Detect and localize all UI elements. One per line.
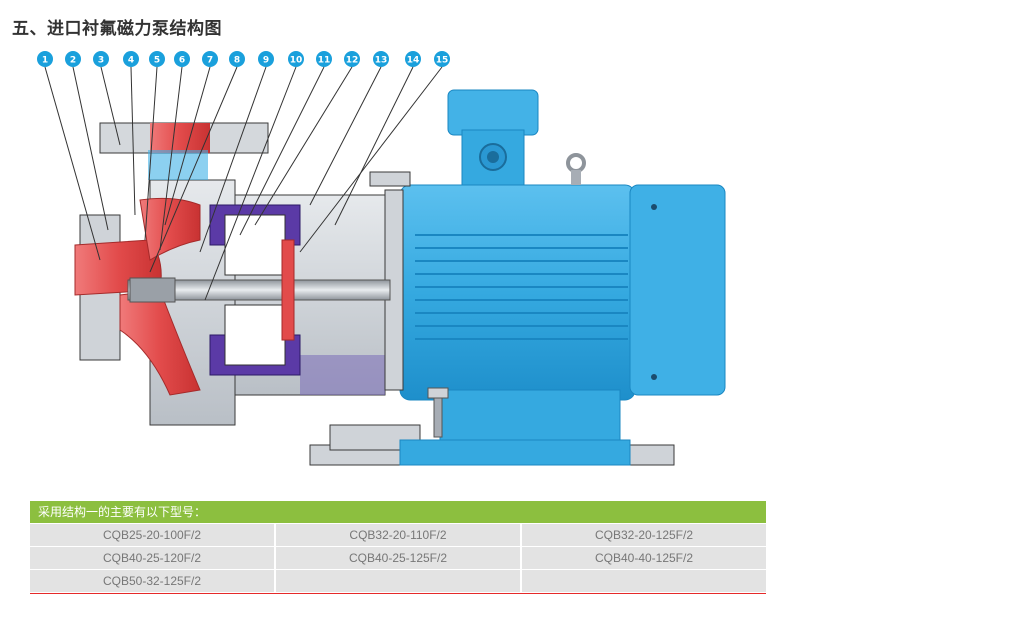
base-plate <box>309 424 675 466</box>
svg-text:15: 15 <box>436 56 449 66</box>
callout-4: 4 <box>123 51 139 216</box>
bolt-icon <box>651 374 657 380</box>
svg-text:13: 13 <box>375 56 388 66</box>
pump-shaft <box>127 279 391 301</box>
callout-13: 13 <box>309 51 389 206</box>
table-cell <box>522 570 766 592</box>
callout-7: 7 <box>164 51 218 226</box>
svg-text:1: 1 <box>42 56 48 66</box>
svg-text:4: 4 <box>128 56 134 66</box>
table-underline <box>30 593 766 594</box>
model-table: 采用结构一的主要有以下型号： CQB25-20-100F/2 CQB32-20-… <box>30 501 766 594</box>
page-title: 五、进口衬氟磁力泵结构图 <box>12 19 222 39</box>
svg-text:2: 2 <box>70 56 76 66</box>
table-cell <box>276 570 520 592</box>
table-cell: CQB40-25-125F/2 <box>276 547 520 569</box>
svg-text:5: 5 <box>154 56 160 66</box>
terminal-box-cover <box>447 89 539 136</box>
impeller-nut <box>129 277 176 303</box>
callout-8: 8 <box>149 51 245 273</box>
svg-text:3: 3 <box>98 56 104 66</box>
bolt-icon <box>651 204 657 210</box>
callout-15: 15 <box>299 51 450 253</box>
cooling-fins <box>415 234 628 340</box>
table-cell: CQB32-20-110F/2 <box>276 524 520 546</box>
pump-structure-diagram: 1 2 3 4 5 6 7 8 9 10 11 12 13 14 15 <box>37 51 726 466</box>
table-row: CQB50-32-125F/2 <box>30 570 766 592</box>
svg-text:10: 10 <box>290 56 303 66</box>
callout-3: 3 <box>93 51 121 146</box>
table-header: 采用结构一的主要有以下型号： <box>30 501 766 523</box>
table-cell: CQB32-20-125F/2 <box>522 524 766 546</box>
svg-text:8: 8 <box>234 56 240 66</box>
lifting-eye-icon <box>566 153 586 173</box>
callout-1: 1 <box>37 51 101 261</box>
table-row: CQB40-25-120F/2 CQB40-25-125F/2 CQB40-40… <box>30 547 766 569</box>
table-row: CQB25-20-100F/2 CQB32-20-110F/2 CQB32-20… <box>30 524 766 546</box>
callout-markers: 1 2 3 4 5 6 7 8 9 10 11 12 13 14 15 <box>37 51 450 301</box>
callout-14: 14 <box>334 51 421 226</box>
callout-6: 6 <box>159 51 190 251</box>
table-cell: CQB40-40-125F/2 <box>522 547 766 569</box>
callout-11: 11 <box>239 51 332 236</box>
table-cell: CQB50-32-125F/2 <box>30 570 274 592</box>
motor <box>399 89 726 441</box>
svg-text:7: 7 <box>207 56 213 66</box>
svg-text:12: 12 <box>346 56 359 66</box>
svg-text:11: 11 <box>318 56 331 66</box>
svg-text:9: 9 <box>263 56 269 66</box>
callout-10: 10 <box>204 51 304 301</box>
callout-9: 9 <box>199 51 274 253</box>
svg-text:6: 6 <box>179 56 185 66</box>
table-cell: CQB25-20-100F/2 <box>30 524 274 546</box>
table-cell: CQB40-25-120F/2 <box>30 547 274 569</box>
bolt-icon <box>369 171 411 187</box>
callout-12: 12 <box>254 51 360 226</box>
callout-5: 5 <box>144 51 165 241</box>
callout-2: 2 <box>65 51 109 231</box>
svg-text:14: 14 <box>407 56 420 66</box>
